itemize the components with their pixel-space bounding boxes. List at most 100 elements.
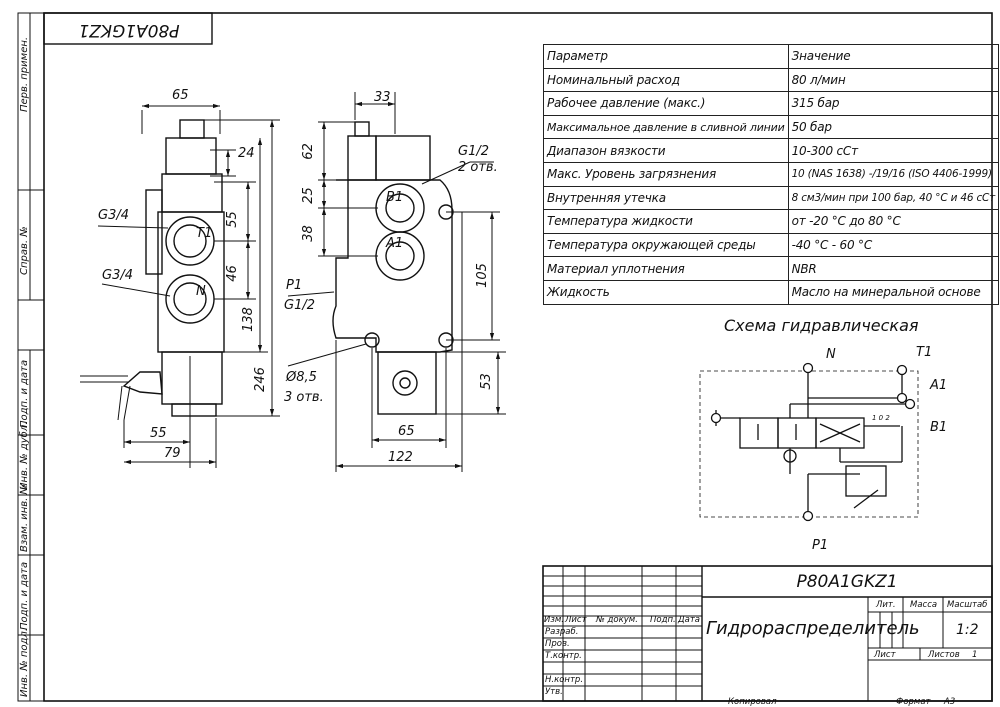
side-label-p1-thread: G1/2 — [284, 298, 315, 313]
side-label-g12: G1/2 — [458, 144, 489, 159]
tb-col-doc: № докум. — [596, 615, 638, 625]
side-dim-53: 53 — [478, 373, 494, 390]
tb-col-izm: Изм. — [544, 615, 564, 625]
side-label-perv: Перв. примен. — [19, 36, 30, 112]
side-dim-65: 65 — [398, 424, 415, 439]
side-dim-62: 62 — [300, 143, 316, 160]
param-value: NBR — [787, 256, 1000, 281]
tb-row-prov: Пров. — [545, 639, 570, 649]
side-dim-25: 25 — [300, 187, 316, 204]
side-dim-33: 33 — [374, 90, 391, 105]
side-strip — [17, 12, 45, 702]
side-label-a1: A1 — [386, 236, 404, 251]
front-label-n: N — [196, 284, 206, 299]
tb-col-list: Лист — [565, 615, 587, 625]
param-value: 315 бар — [787, 91, 1000, 116]
side-dim-38: 38 — [300, 225, 316, 242]
side-view — [332, 121, 454, 415]
stamp-box — [43, 12, 213, 45]
side-label-inv-dubl: Инв. № дубл. — [19, 421, 30, 490]
tb-col-podp: Подп. — [650, 615, 676, 625]
side-label-g12-note: 2 отв. — [458, 160, 498, 175]
param-value: 10 (NAS 1638) -/19/16 (ISO 4406-1999) — [787, 161, 1000, 187]
param-value: 10-300 сСт — [787, 138, 1000, 163]
title-block — [542, 565, 993, 702]
scheme-port-p1: P1 — [812, 538, 829, 553]
param-name: Температура окружающей среды — [543, 232, 789, 258]
tb-row-utv: Утв. — [545, 687, 563, 697]
side-dim-105: 105 — [474, 263, 490, 288]
param-name: Внутренняя утечка — [543, 185, 789, 211]
front-dim-65: 65 — [172, 88, 189, 103]
tb-format-label: Формат — [896, 697, 931, 707]
side-dim-122: 122 — [388, 450, 413, 465]
param-name: Макс. Уровень загрязнения — [543, 161, 789, 187]
side-label-hole: Ø8,5 — [286, 370, 317, 385]
scheme-title: Схема гидравлическая — [724, 316, 919, 335]
front-dim-79: 79 — [164, 446, 181, 461]
table-row: Рабочее давление (макс.)315 бар — [543, 91, 1000, 116]
tb-lit-label: Лит. — [876, 600, 896, 610]
stamp-code: Р80А1GKZ1 — [78, 20, 180, 40]
tb-col-data: Дата — [678, 615, 701, 625]
tb-scale-label: Масштаб — [947, 600, 988, 610]
front-label-t1: T1 — [196, 226, 213, 241]
param-value: -40 °С - 60 °С — [787, 232, 1000, 258]
front-dim-46: 46 — [224, 265, 240, 282]
side-label-inv-podl: Инв. № подл. — [19, 628, 30, 697]
param-value: 8 см3/мин при 100 бар, 40 °С и 46 сСт — [787, 185, 1000, 211]
param-name: Температура жидкости — [543, 209, 789, 234]
front-view — [122, 119, 225, 417]
table-header-row: Параметр Значение — [543, 44, 1000, 69]
tb-sheets-value: 1 — [972, 650, 978, 660]
side-label-hole-note: 3 отв. — [284, 390, 324, 405]
param-name: Материал уплотнения — [543, 256, 789, 281]
side-label-sprav: Справ. № — [19, 226, 30, 275]
header-value: Значение — [787, 44, 1000, 69]
param-value: от -20 °С до 80 °С — [787, 209, 1000, 234]
tb-mass-label: Масса — [910, 600, 938, 610]
param-value: Масло на минеральной основе — [787, 279, 1000, 305]
table-row: Температура окружающей среды-40 °С - 60 … — [543, 232, 1000, 258]
tb-sheet-label: Лист — [874, 650, 896, 660]
scheme-port-b1: B1 — [930, 420, 948, 435]
param-value: 50 бар — [787, 114, 1000, 140]
tb-row-razrab: Разраб. — [545, 627, 579, 637]
tb-row-nkontr: Н.контр. — [545, 675, 584, 685]
param-name: Номинальный расход — [543, 67, 789, 93]
side-label-podp1: Подп. и дата — [19, 359, 30, 428]
tb-sheets-label: Листов — [928, 650, 960, 660]
side-label-vzam: Взам. инв. № — [19, 484, 30, 552]
param-name: Диапазон вязкости — [543, 138, 789, 163]
front-dim-55: 55 — [224, 211, 240, 228]
front-dim-246: 246 — [252, 367, 268, 392]
scheme-spring-numbers: 1 0 2 — [872, 414, 890, 422]
front-dim-55b: 55 — [150, 426, 167, 441]
param-name: Максимальное давление в сливной линии — [543, 114, 789, 140]
param-value: 80 л/мин — [787, 67, 1000, 93]
param-name: Рабочее давление (макс.) — [543, 91, 789, 116]
tb-scale-value: 1:2 — [956, 622, 979, 638]
tb-copied-label: Копировал — [728, 697, 777, 707]
header-param: Параметр — [543, 44, 789, 69]
tb-row-tkontr: Т.контр. — [545, 651, 582, 661]
tb-name: Гидрораспределитель — [706, 618, 920, 639]
param-name: Жидкость — [543, 279, 789, 305]
scheme-port-n: N — [826, 347, 836, 362]
scheme-port-t1: T1 — [916, 345, 933, 360]
front-dim-138: 138 — [240, 307, 256, 332]
tb-format-value: А3 — [944, 697, 956, 707]
front-label-g34a: G3/4 — [98, 208, 129, 223]
side-label-b1: B1 — [386, 190, 404, 205]
scheme-port-a1: A1 — [930, 378, 948, 393]
